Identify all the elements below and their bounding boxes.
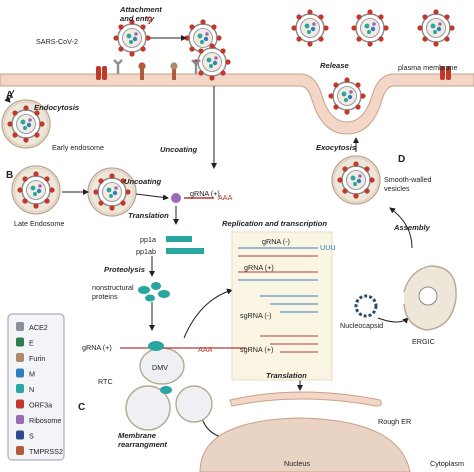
e-protein-icon bbox=[16, 337, 24, 347]
label-rtc: RTC bbox=[98, 377, 113, 386]
rough-er bbox=[229, 391, 382, 407]
legend-item: E bbox=[16, 337, 34, 348]
label-ergic: ERGIC bbox=[412, 337, 435, 346]
label-uuu: UUU bbox=[320, 243, 336, 252]
grna-strand-mid bbox=[171, 193, 214, 203]
legend-label: S bbox=[29, 432, 34, 441]
panel-c: C bbox=[78, 402, 85, 413]
label-early-endosome: Early endosome bbox=[52, 143, 104, 152]
label-grna-plus-low: gRNA (+) bbox=[82, 343, 112, 352]
arrow-endocytosis bbox=[4, 89, 15, 103]
orf3a-icon bbox=[16, 399, 24, 409]
label-grna-plus-mid: gRNA (+) bbox=[190, 189, 220, 198]
step-translation-low: Translation bbox=[266, 371, 307, 380]
label-rough-er: Rough ER bbox=[378, 417, 411, 426]
furin-icon bbox=[16, 353, 24, 362]
pp1a-bar bbox=[166, 236, 192, 242]
label-plasma-membrane: plasma membrane bbox=[398, 63, 458, 72]
legend-label: Ribosome bbox=[29, 416, 61, 425]
legend-item: M bbox=[16, 368, 35, 379]
label-grna-minus-r: gRNA (-) bbox=[262, 237, 290, 246]
legend-item: ACE2 bbox=[16, 322, 48, 332]
legend-item: Furin bbox=[16, 353, 45, 363]
step-exocytosis: Exocytosis bbox=[316, 143, 356, 152]
legend-label: TMPRSS2 bbox=[29, 447, 63, 456]
arrow-assembly bbox=[389, 207, 413, 249]
rna-strands bbox=[238, 247, 318, 353]
smooth-walled-vesicle bbox=[331, 155, 381, 205]
ace2-receptors bbox=[113, 59, 201, 74]
legend-label: Furin bbox=[29, 354, 45, 363]
label-sgrna-minus: sgRNA (-) bbox=[240, 311, 272, 320]
label-dmv: DMV bbox=[152, 363, 168, 372]
nucleus bbox=[199, 417, 411, 472]
virion-released-2 bbox=[350, 8, 390, 48]
step-replication: Replication and transcription bbox=[222, 219, 327, 228]
legend-item: S bbox=[16, 430, 34, 441]
step-release: Release bbox=[320, 61, 349, 70]
legend-item: Ribosome bbox=[16, 415, 61, 425]
arrow-nucleocapsid bbox=[377, 317, 409, 324]
ace2-icon bbox=[16, 322, 24, 331]
virion-released-1 bbox=[290, 8, 330, 48]
orf3a-channels bbox=[96, 66, 451, 80]
label-grna-plus-r: gRNA (+) bbox=[244, 263, 274, 272]
nucleocapsid bbox=[354, 294, 378, 318]
virion-releasing bbox=[327, 76, 367, 116]
arrow-uncoating-mid bbox=[135, 193, 169, 201]
label-nucleocapsid: Nucleocapsid bbox=[340, 321, 383, 330]
label-sars-cov2: SARS-CoV-2 bbox=[36, 37, 78, 46]
pp1ab-bar bbox=[166, 248, 204, 254]
step-uncoating-top: Uncoating bbox=[160, 145, 197, 154]
n-protein-icon bbox=[16, 384, 24, 393]
dmv-vesicle bbox=[120, 341, 246, 385]
legend-label: E bbox=[29, 339, 34, 348]
legend-label: ACE2 bbox=[29, 323, 48, 332]
legend-item: ORF3a bbox=[16, 399, 52, 410]
m-protein-icon bbox=[16, 368, 24, 378]
late-endosome-1 bbox=[11, 165, 61, 215]
ergic-compartment bbox=[403, 265, 457, 331]
panel-b: B bbox=[6, 170, 13, 181]
label-sgrna-plus: sgRNA (+) bbox=[240, 345, 273, 354]
arrow-dmv-replication bbox=[183, 288, 233, 339]
tmprss2-icon bbox=[16, 446, 24, 455]
spike-icon bbox=[16, 430, 24, 440]
label-late-endosome: Late Endosome bbox=[14, 219, 64, 228]
tmprss2-proteins bbox=[138, 62, 178, 80]
step-proteolysis: Proteolysis bbox=[104, 265, 145, 274]
nonstructural-proteins bbox=[138, 282, 170, 302]
legend-item: TMPRSS2 bbox=[16, 446, 63, 456]
legend-label: ORF3a bbox=[29, 401, 52, 410]
question-mark: ? bbox=[146, 15, 153, 27]
label-pp1a: pp1a bbox=[140, 235, 156, 244]
label-nucleus: Nucleus bbox=[284, 459, 310, 468]
step-assembly: Assembly bbox=[393, 223, 431, 232]
panel-d: D bbox=[398, 154, 405, 165]
label-aaa-low: AAA bbox=[198, 345, 213, 354]
legend-item: N bbox=[16, 384, 34, 394]
label-aaa-mid: AAA bbox=[218, 193, 233, 202]
plasma-membrane bbox=[0, 73, 474, 135]
late-endosome-2 bbox=[87, 167, 137, 217]
membrane-rearrangement-vesicles bbox=[125, 385, 213, 431]
legend-label: N bbox=[29, 385, 34, 394]
panel-a: A bbox=[6, 90, 13, 101]
ribosome-icon bbox=[16, 415, 24, 424]
label-cytoplasm: Cytoplasm bbox=[430, 459, 464, 468]
virion-released-3 bbox=[416, 8, 456, 48]
replication-box bbox=[231, 231, 333, 381]
legend-label: M bbox=[29, 370, 35, 379]
step-endocytosis: Endocytosis bbox=[34, 103, 79, 112]
label-pp1ab: pp1ab bbox=[136, 247, 156, 256]
step-uncoating-mid: Uncoating bbox=[124, 177, 161, 186]
step-translation-mid: Translation bbox=[128, 211, 169, 220]
